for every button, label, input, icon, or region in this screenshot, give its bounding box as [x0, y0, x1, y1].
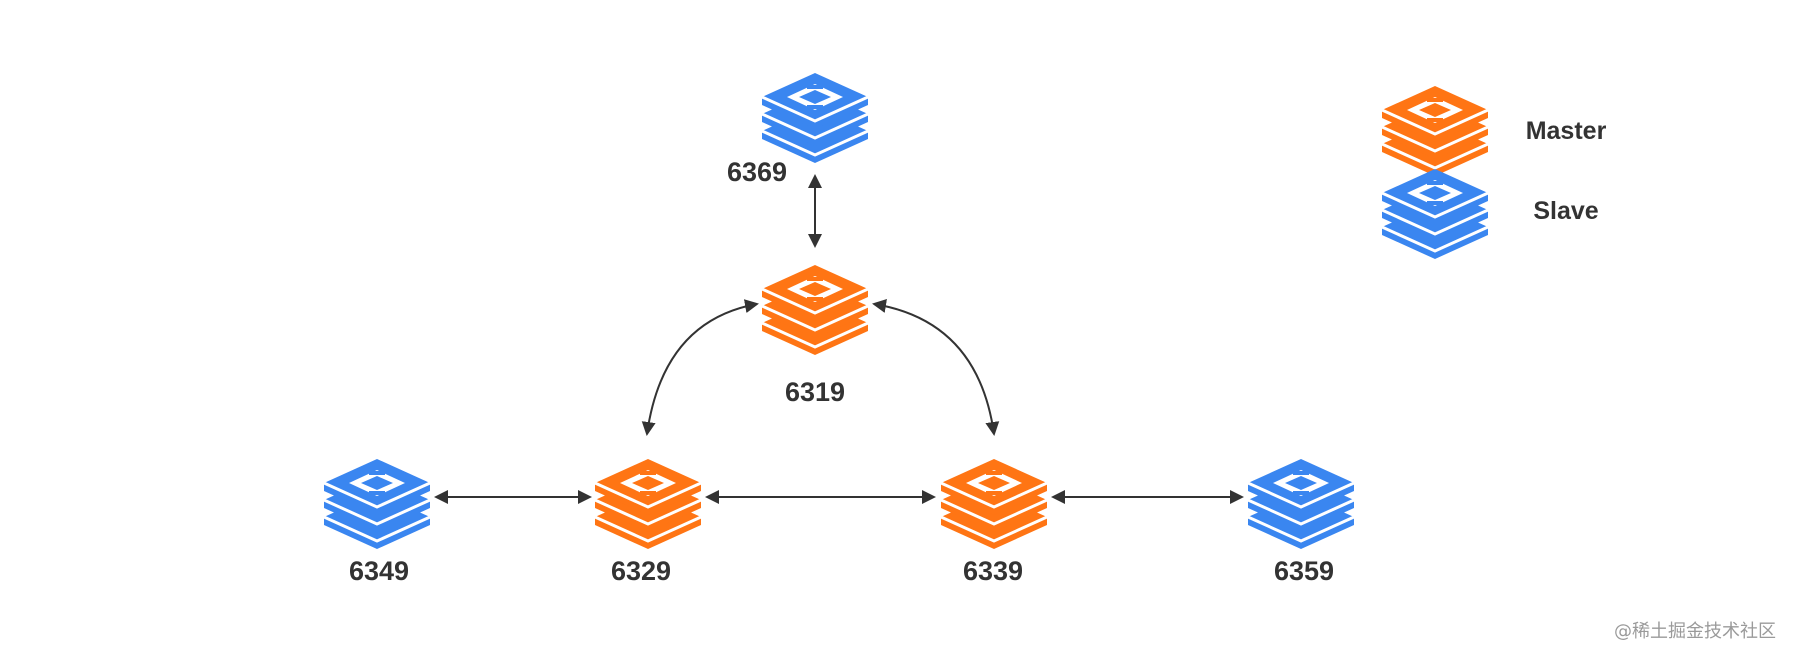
node-6349[interactable]: 6349	[322, 457, 432, 586]
node-label: 6369	[727, 157, 787, 187]
master-node-icon	[939, 457, 1049, 551]
master-legend-icon	[1380, 84, 1490, 178]
link-6319-6329	[641, 299, 759, 436]
slave-node-icon	[1246, 457, 1356, 551]
legend: Master Slave	[1380, 84, 1607, 261]
link-6319-6339	[872, 299, 1000, 436]
node-6329[interactable]: 6329	[593, 457, 703, 586]
node-label: 6329	[611, 556, 671, 586]
slave-node-icon	[760, 71, 870, 165]
node-6339[interactable]: 6339	[939, 457, 1049, 586]
legend-master: Master	[1380, 84, 1607, 178]
node-6359[interactable]: 6359	[1246, 457, 1356, 586]
legend-slave: Slave	[1380, 167, 1599, 261]
master-node-icon	[760, 263, 870, 357]
legend-slave-label: Slave	[1533, 197, 1598, 225]
slave-node-icon	[322, 457, 432, 551]
legend-master-label: Master	[1526, 117, 1607, 145]
node-label: 6359	[1274, 556, 1334, 586]
slave-legend-icon	[1380, 167, 1490, 261]
node-label: 6349	[349, 556, 409, 586]
node-label: 6319	[785, 377, 845, 407]
node-label: 6339	[963, 556, 1023, 586]
node-6369[interactable]: 6369	[727, 71, 870, 187]
watermark-text: @稀土掘金技术社区	[1614, 621, 1776, 642]
node-6319[interactable]: 6319	[760, 263, 870, 407]
master-node-icon	[593, 457, 703, 551]
